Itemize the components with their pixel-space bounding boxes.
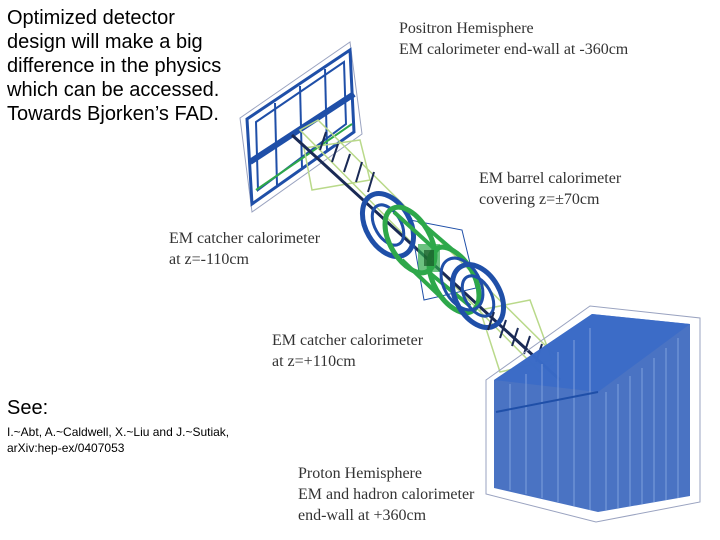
proton-label: Proton Hemisphere EM and hadron calorime… xyxy=(297,463,476,526)
proton-label-line3: end-wall at +360cm xyxy=(298,507,427,524)
catcher-ring-pos xyxy=(439,256,507,330)
positron-endwall xyxy=(239,41,363,213)
catcher-pos-label-line1: EM catcher calorimeter xyxy=(272,332,424,349)
catcher-neg-label-line1: EM catcher calorimeter xyxy=(169,230,321,247)
positron-label-line1: Positron Hemisphere xyxy=(399,20,534,37)
main-text: Optimized detector design will make a bi… xyxy=(7,7,222,125)
catcher-pos-label-line2: at z=+110cm xyxy=(272,353,356,370)
proton-label-line1: Proton Hemisphere xyxy=(298,465,422,482)
catcher-neg-label: EM catcher calorimeter at z=-110cm xyxy=(168,228,322,270)
catcher-pos-label: EM catcher calorimeter at z=+110cm xyxy=(271,330,425,372)
proton-label-line2: EM and hadron calorimeter xyxy=(298,486,475,503)
barrel-label: EM barrel calorimeter covering z=±70cm xyxy=(478,168,623,210)
reference-text: I.~Abt, A.~Caldwell, X.~Liu and J.~Sutia… xyxy=(7,425,230,455)
positron-label-line2: EM calorimeter end-wall at -360cm xyxy=(399,41,629,58)
catcher-neg-label-line2: at z=-110cm xyxy=(169,251,249,268)
see-label: See: xyxy=(7,397,49,419)
catcher-ring-neg xyxy=(359,191,417,259)
tracker-planes-neg xyxy=(319,131,375,193)
positron-label: Positron Hemisphere EM calorimeter end-w… xyxy=(398,18,630,60)
barrel-label-line2: covering z=±70cm xyxy=(479,191,600,208)
proton-endwall xyxy=(485,305,701,523)
barrel-label-line1: EM barrel calorimeter xyxy=(479,170,622,187)
